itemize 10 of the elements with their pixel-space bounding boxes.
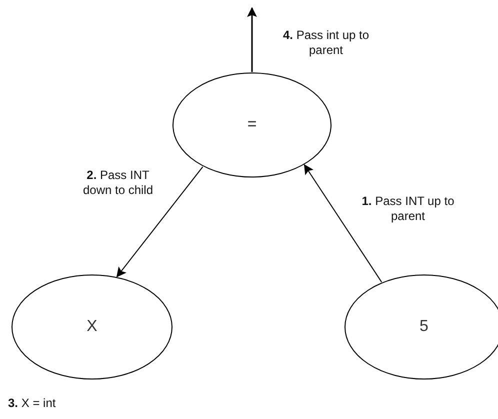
node-label: 5 [420,318,428,336]
arrow [304,164,382,283]
arrow [247,7,257,72]
edge-label: 1. Pass INT up to parent [360,194,456,224]
arrow [116,166,204,278]
note-text: 3. X = int [8,396,57,411]
node-label: = [247,116,257,134]
edge-label: 2. Pass INT down to child [82,168,154,198]
node-label: X [86,318,98,336]
edge-label: 4. Pass int up to parent [282,28,370,58]
